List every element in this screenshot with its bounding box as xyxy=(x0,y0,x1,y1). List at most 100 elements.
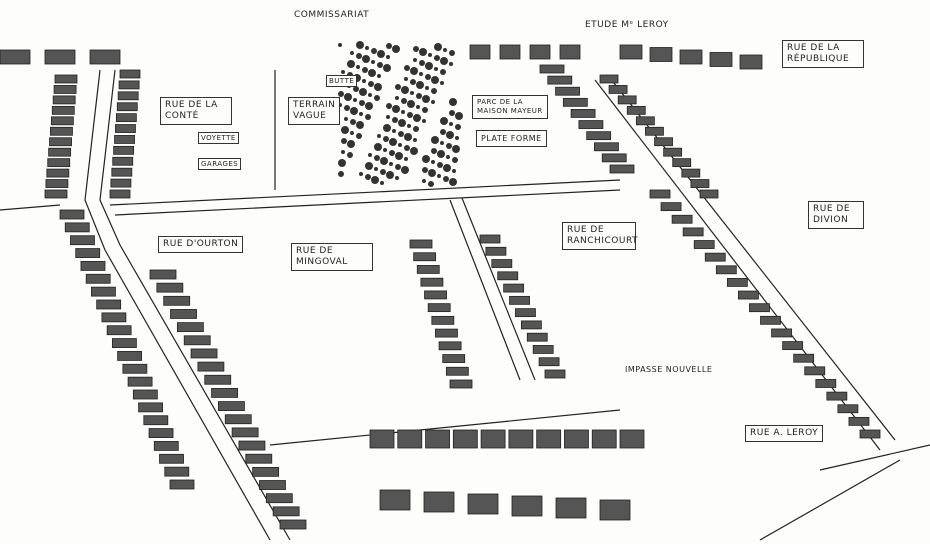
tree xyxy=(365,174,371,180)
house xyxy=(114,135,135,144)
tree xyxy=(386,103,392,109)
house xyxy=(50,126,73,136)
label-rue-ranchicourt: Rue de Ranchicourt xyxy=(562,222,638,250)
house xyxy=(109,189,131,199)
tree xyxy=(455,112,463,120)
house xyxy=(190,348,218,359)
house xyxy=(52,95,76,105)
tree xyxy=(431,76,439,84)
tree xyxy=(341,126,349,134)
tree xyxy=(425,62,433,70)
tree xyxy=(413,114,421,122)
tree xyxy=(404,145,410,151)
house xyxy=(538,357,560,367)
house xyxy=(442,354,466,363)
tree xyxy=(431,100,435,104)
tree xyxy=(413,126,419,132)
tree xyxy=(398,131,404,137)
house xyxy=(509,295,530,305)
house xyxy=(859,429,881,439)
house xyxy=(409,239,433,249)
tree xyxy=(413,58,417,62)
house xyxy=(245,453,273,464)
house xyxy=(515,308,536,318)
tree xyxy=(374,143,382,151)
house xyxy=(760,315,781,325)
tree xyxy=(371,60,375,64)
house xyxy=(609,164,635,174)
tree xyxy=(443,164,451,172)
tree xyxy=(428,181,434,187)
tree xyxy=(419,72,423,76)
house xyxy=(279,519,307,530)
label-rue-conte: Rue de la Conté xyxy=(160,97,232,125)
house xyxy=(117,351,143,361)
house xyxy=(115,124,136,133)
house xyxy=(726,278,748,287)
house xyxy=(738,290,759,300)
house xyxy=(91,286,116,297)
tree xyxy=(347,60,355,68)
tree xyxy=(368,81,374,87)
tree xyxy=(395,176,399,180)
house xyxy=(663,147,683,157)
street-ranchicourt-edge xyxy=(461,197,536,381)
house xyxy=(259,480,286,490)
tree xyxy=(380,157,388,165)
tree xyxy=(455,136,459,140)
tree xyxy=(446,131,454,139)
label-rue-mingoval: Rue de Mingoval xyxy=(291,243,373,271)
tree xyxy=(452,157,458,163)
tree xyxy=(416,81,424,89)
tree xyxy=(434,43,442,51)
house xyxy=(626,105,646,115)
tree xyxy=(353,98,357,102)
house xyxy=(804,366,826,376)
house xyxy=(148,428,174,438)
label-rue-ourton: Rue d'Ourton xyxy=(158,236,244,253)
street-ourton xyxy=(84,69,271,541)
tree xyxy=(416,93,422,99)
house xyxy=(70,235,95,246)
house xyxy=(75,248,101,258)
tree xyxy=(347,152,353,158)
tree xyxy=(422,95,430,103)
tree xyxy=(410,147,418,155)
house xyxy=(526,332,548,342)
house xyxy=(116,102,138,112)
house xyxy=(479,234,501,244)
house xyxy=(591,429,617,449)
house xyxy=(544,369,566,379)
house xyxy=(599,74,619,84)
street-ranchicourt xyxy=(449,199,521,381)
house xyxy=(619,44,643,60)
label-voyette: Voyette xyxy=(198,132,239,144)
house xyxy=(499,44,521,60)
house xyxy=(112,156,134,166)
tree xyxy=(416,105,420,109)
tree xyxy=(407,100,415,108)
tree xyxy=(431,148,437,154)
tree xyxy=(449,62,453,66)
house xyxy=(826,391,848,401)
house xyxy=(45,179,69,188)
house-rows xyxy=(0,44,881,530)
house xyxy=(435,328,458,338)
tree xyxy=(410,67,418,75)
house xyxy=(101,312,127,323)
house xyxy=(143,415,169,426)
house xyxy=(649,47,673,62)
house xyxy=(423,491,455,513)
house xyxy=(619,429,645,449)
tree xyxy=(356,133,362,139)
tree xyxy=(407,112,413,118)
tree xyxy=(347,140,355,148)
house xyxy=(424,290,447,300)
house xyxy=(467,493,499,515)
tree xyxy=(440,129,446,135)
house xyxy=(113,145,135,155)
tree xyxy=(425,74,431,80)
label-terrain-vague: Terrain vague xyxy=(288,97,340,125)
tree xyxy=(374,95,380,101)
house xyxy=(132,389,158,400)
